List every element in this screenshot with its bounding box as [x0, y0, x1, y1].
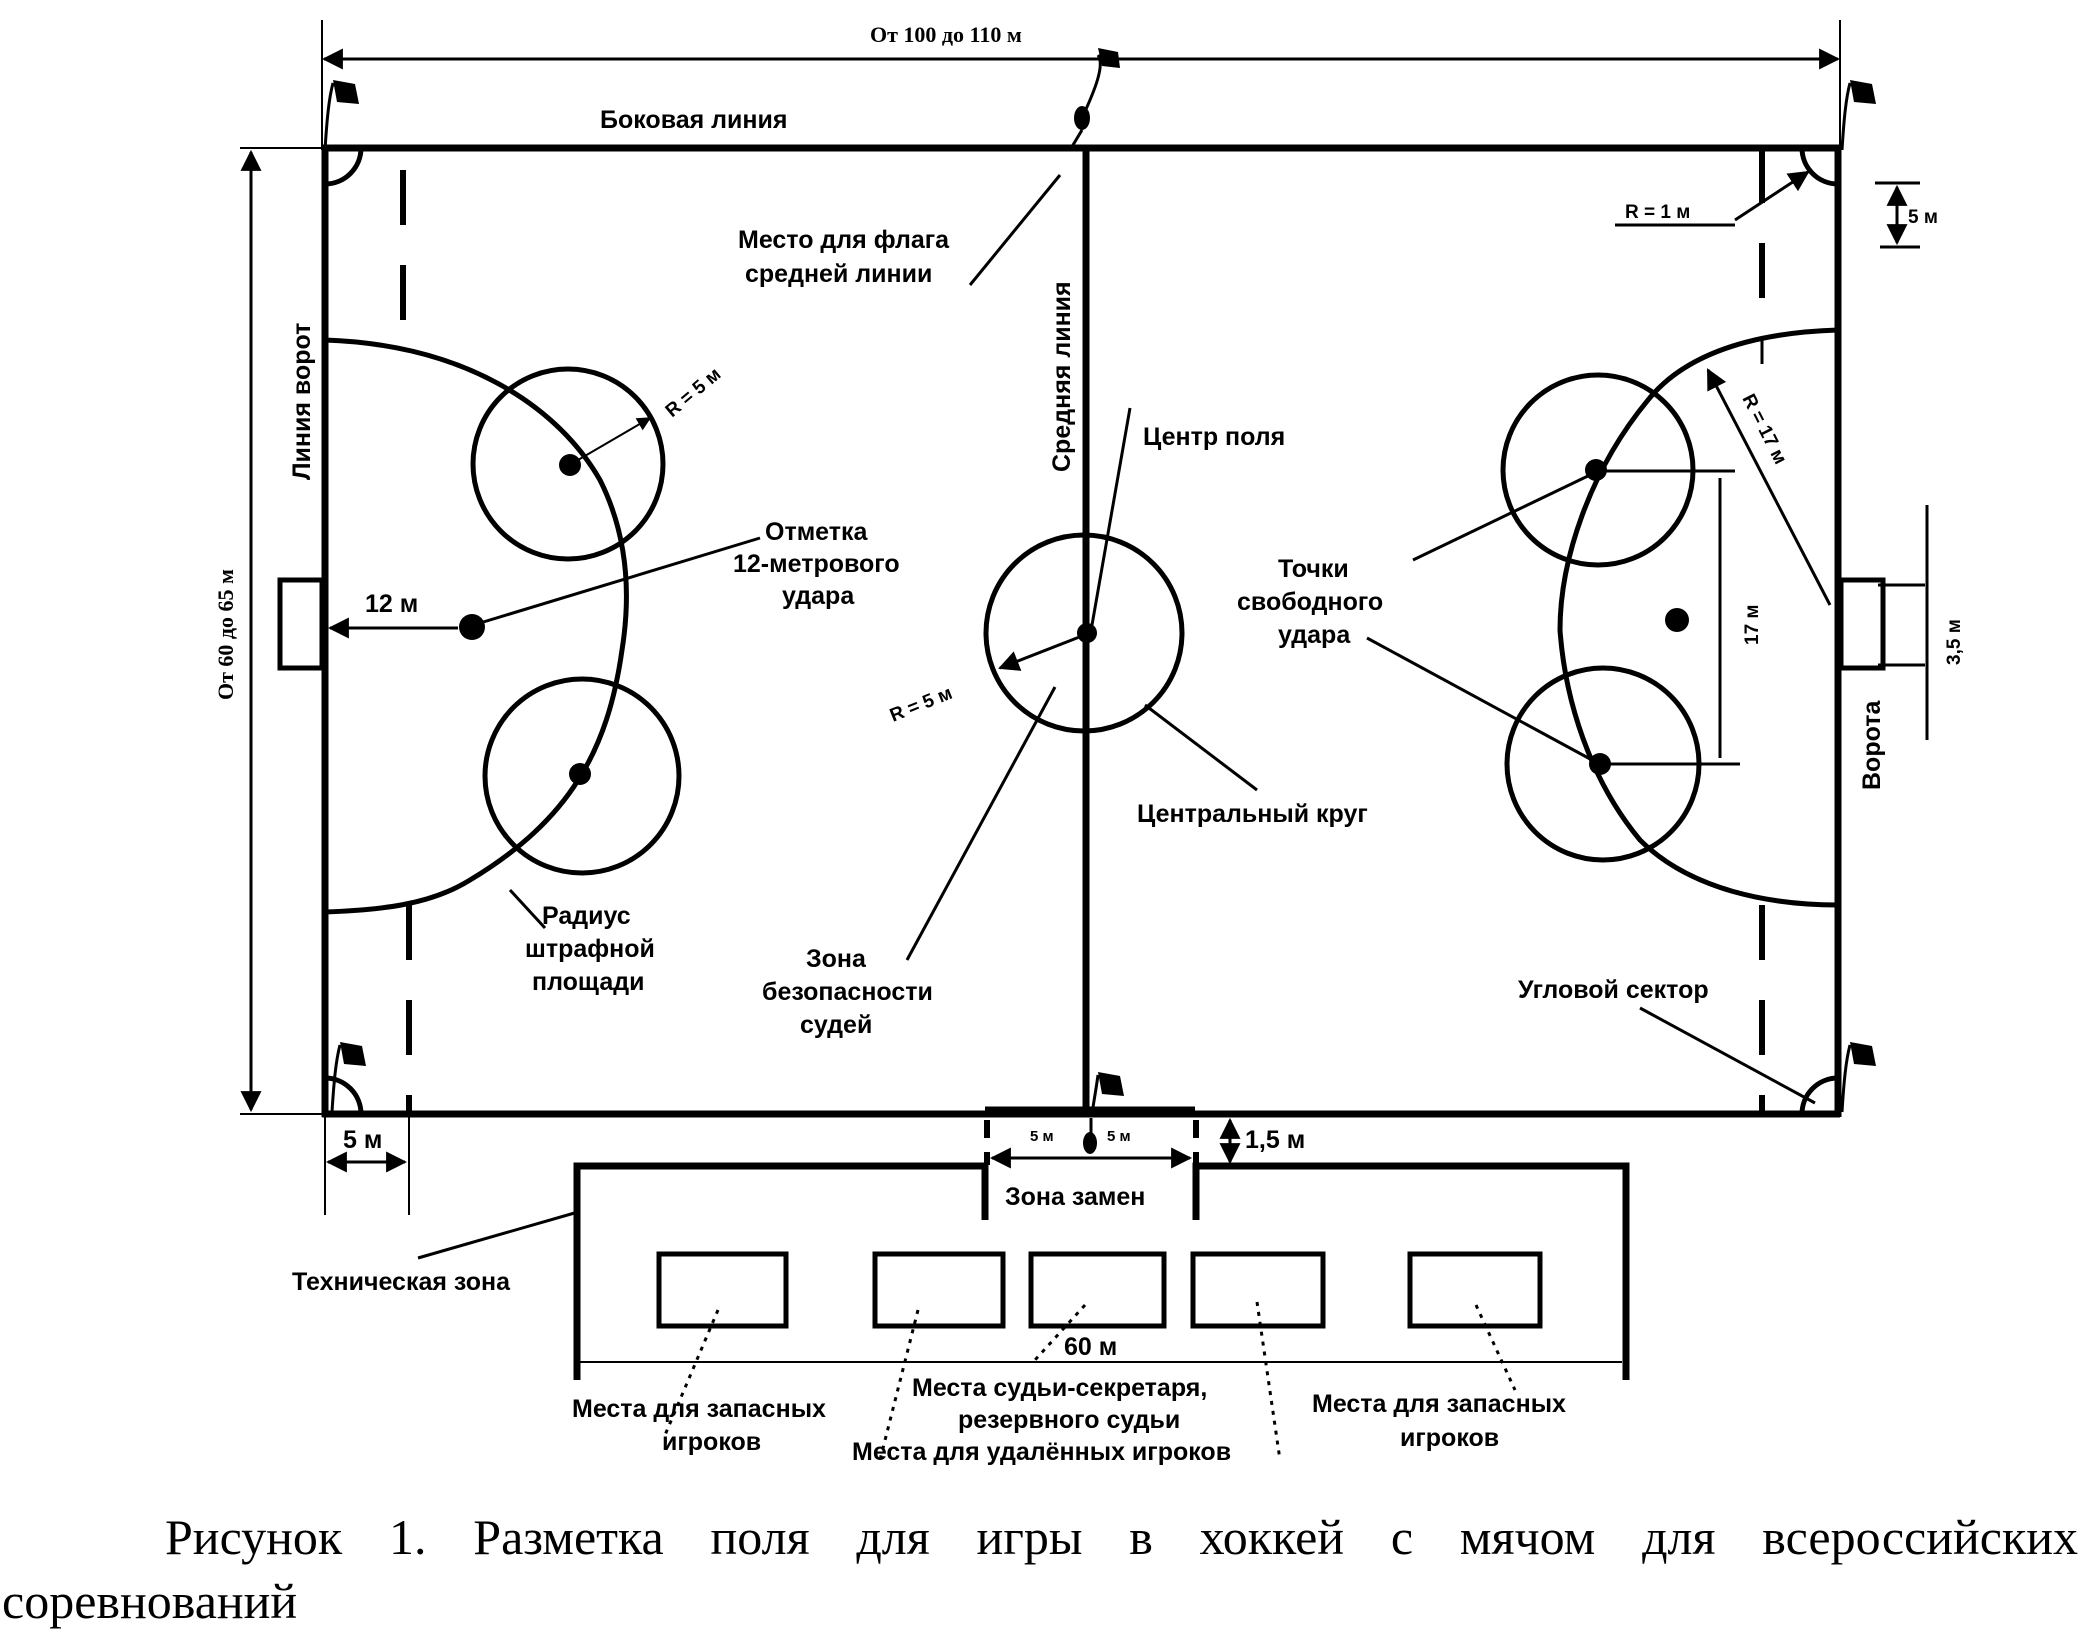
substitution-zone-label: Зона замен	[1005, 1183, 1145, 1211]
substitution-zone: 5 м 5 м Зона замен 1,5 м	[984, 1106, 1305, 1211]
corner-radius-label: R = 1 м	[1625, 202, 1690, 223]
subs-right-label-1: Места для запасных	[1312, 1390, 1566, 1418]
referee-zone-label-3: судей	[800, 1011, 872, 1039]
field-length-dimension: От 100 до 110 м	[321, 20, 1841, 150]
caption-line-2: соревнований	[2, 1573, 298, 1629]
field-center-leader	[1090, 407, 1132, 626]
center-circle-label: Центральный круг	[1137, 800, 1368, 828]
penalty-distance-label: 12 м	[365, 590, 418, 618]
dash-offset-bottom-dimension: 5 м	[324, 1117, 410, 1215]
technical-zone-length-label: 60 м	[1064, 1333, 1117, 1361]
secretary-label-1: Места судьи-секретаря,	[912, 1374, 1207, 1402]
corner-flag-icons	[323, 80, 1876, 1115]
field-center-point	[1077, 623, 1097, 643]
penalty-mark-label-3: удара	[782, 582, 855, 610]
caption-line-1: Рисунок 1. Разметка поля для игры в хокк…	[165, 1509, 2078, 1565]
referee-zone-leader	[905, 686, 1057, 961]
left-penalty-arc	[324, 337, 630, 915]
goal-label: Ворота	[1858, 700, 1886, 790]
middle-flag-label-1: Место для флага	[738, 226, 950, 254]
referee-zone-label-1: Зона	[806, 945, 867, 973]
left-free-hit-circle-top	[470, 366, 666, 562]
middle-flag-label-2: средней линии	[745, 260, 932, 288]
flag-icon	[1840, 1042, 1876, 1113]
secretary-label-2: резервного судьи	[958, 1406, 1180, 1434]
flag-icon	[1840, 80, 1876, 151]
bench-offset-label: 1,5 м	[1245, 1126, 1305, 1154]
field-width-dimension: От 60 до 65 м	[213, 147, 325, 1115]
free-hit-label-1: Точки	[1278, 555, 1349, 583]
corner-sectors	[324, 147, 1839, 1115]
right-free-hit-point-top	[1585, 459, 1607, 481]
benches	[656, 1251, 1543, 1461]
right-penalty-arc	[1557, 327, 1839, 908]
dash-offset-bottom-label: 5 м	[343, 1126, 382, 1154]
technical-zone: 60 м Техническая зона	[292, 1162, 1630, 1380]
subs-left-label-1: Места для запасных	[572, 1395, 826, 1423]
technical-zone-label: Техническая зона	[292, 1268, 511, 1296]
penalty-area-label-3: площади	[532, 968, 644, 996]
bandy-field-diagram: От 100 до 110 м От 60 до 65 м Боковая ли…	[213, 20, 1965, 1466]
figure-caption: Рисунок 1. Разметка поля для игры в хокк…	[0, 1505, 2088, 1633]
subs-left-label-2: игроков	[662, 1428, 761, 1456]
goal-width-label: 3,5 м	[1944, 619, 1965, 665]
referee-zone-label-2: безопасности	[762, 978, 933, 1006]
free-hit-leader-top	[1412, 473, 1591, 562]
center-circle	[983, 532, 1185, 734]
dashed-lines	[400, 148, 1765, 1114]
bench-penalized-left	[872, 1251, 1006, 1329]
field-width-label: От 60 до 65 м	[213, 569, 238, 700]
free-hit-label-3: удара	[1278, 621, 1351, 649]
bench-secretary	[1028, 1251, 1167, 1329]
corner-radius-annotation: R = 1 м 5 м	[1615, 170, 1938, 249]
left-goal	[277, 577, 325, 671]
subs-right-label-2: игроков	[1400, 1424, 1499, 1452]
sub-right-label: 5 м	[1107, 1128, 1131, 1145]
penalty-mark-label-2: 12-метрового	[733, 550, 900, 578]
penalty-mark-label-1: Отметка	[765, 518, 869, 546]
left-free-hit-point-bottom	[569, 763, 591, 785]
middle-flag-place	[968, 48, 1120, 286]
penalty-mark-leader	[479, 536, 761, 625]
bench-penalized-right	[1190, 1251, 1326, 1329]
right-penalty-spot	[1665, 608, 1689, 632]
penalty-area-label-1: Радиус	[542, 902, 631, 930]
flag-icon	[330, 1042, 366, 1113]
field-length-label: От 100 до 110 м	[870, 22, 1022, 47]
penalty-area-radius-label: R = 17 м	[1738, 391, 1791, 468]
flag-icon	[323, 80, 359, 151]
dash-offset-top-label: 5 м	[1908, 207, 1938, 228]
side-line-label: Боковая линия	[600, 106, 787, 134]
penalized-label: Места для удалённых игроков	[852, 1438, 1231, 1466]
free-hit-label-2: свободного	[1237, 588, 1383, 616]
center-radius-label: R = 5 м	[887, 683, 955, 727]
center-circle-leader	[1144, 703, 1258, 792]
bench-subs-left	[656, 1251, 789, 1329]
penalty-area-label-2: штрафной	[525, 935, 655, 963]
free-hit-spacing-label: 17 м	[1742, 605, 1763, 645]
middle-line-label: Средняя линия	[1048, 281, 1076, 472]
left-free-hit-point-top	[559, 454, 581, 476]
corner-sector-leader	[1639, 1006, 1816, 1105]
free-hit-leader-bottom	[1366, 636, 1593, 762]
field-center-label: Центр поля	[1143, 423, 1285, 451]
left-penalty-spot	[459, 614, 485, 640]
corner-sector-label: Угловой сектор	[1518, 976, 1709, 1004]
goal-line-label: Линия ворот	[288, 323, 316, 480]
right-free-hit-point-bottom	[1589, 753, 1611, 775]
sub-left-label: 5 м	[1030, 1128, 1054, 1145]
field-outline	[321, 144, 1842, 1118]
left-free-hit-radius-label: R = 5 м	[662, 364, 726, 422]
left-free-hit-circle-bottom	[482, 676, 682, 876]
right-goal	[1838, 577, 1886, 671]
bench-subs-right	[1407, 1251, 1543, 1329]
